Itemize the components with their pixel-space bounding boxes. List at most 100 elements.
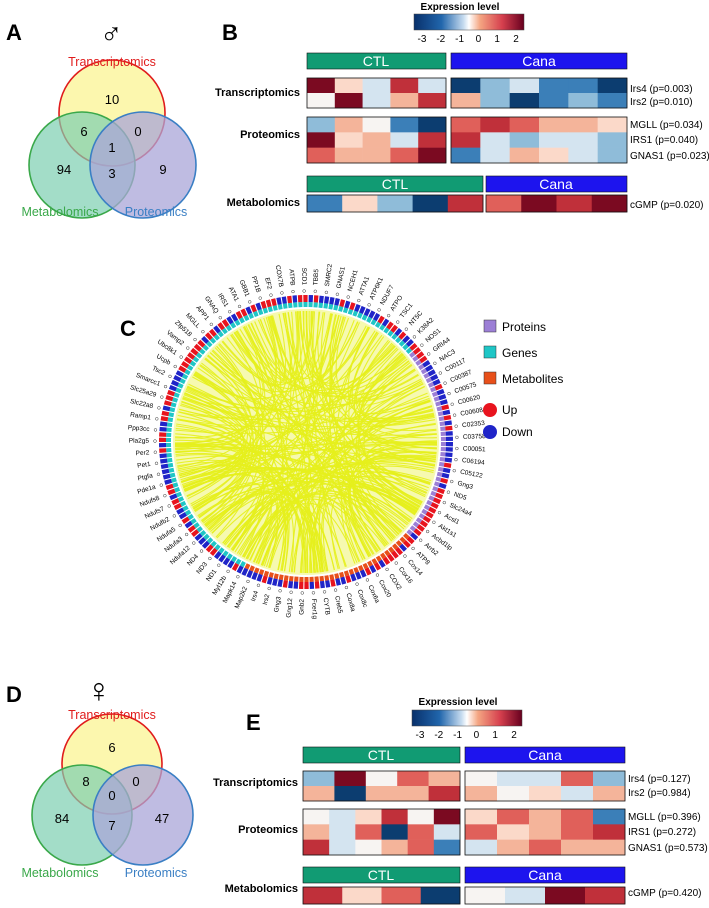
heatmap-cell: [497, 809, 530, 825]
circos-node-label: Pde1a: [137, 484, 157, 496]
circos-segment: [282, 580, 288, 588]
circos-segment: [172, 397, 179, 403]
panel-a: A ♂ Transcriptomics Metabolomics Proteom…: [6, 18, 197, 219]
heatmap-cell: [390, 147, 419, 164]
circos-segment: [344, 300, 351, 309]
heatmap-cell: [597, 132, 628, 148]
heatmap-cell: [362, 93, 391, 109]
gene-label-gnas1: GNAS1 (p=0.023): [630, 151, 709, 162]
circos-segment: [170, 379, 180, 387]
panel-letter-b: B: [222, 20, 238, 45]
heatmap-cell: [451, 78, 481, 94]
circos-segment: [287, 302, 293, 309]
venn-diagram-female: Transcriptomics Metabolomics Proteomics …: [21, 708, 194, 880]
circos-segment: [433, 396, 440, 402]
heatmap-cell: [509, 132, 540, 148]
circos-segment: [167, 417, 174, 423]
circos-segment: [244, 563, 251, 570]
row-label-transcriptomics: Transcriptomics: [215, 87, 300, 99]
heatmap-cell: [539, 147, 569, 164]
circos-segment: [209, 547, 218, 556]
circos-segment: [235, 310, 243, 320]
circos-segment: [330, 579, 336, 587]
circos-link: [226, 499, 290, 572]
circos-node-marker: [420, 343, 424, 347]
circos-segment: [308, 302, 313, 308]
circos-link: [175, 425, 316, 573]
heatmap-cell: [433, 809, 461, 825]
circos-segment: [169, 407, 176, 413]
circos-node-marker: [433, 361, 437, 365]
circos-node-label: ATA1: [227, 286, 240, 303]
heatmap-cell: [497, 771, 530, 787]
circos-segment: [370, 319, 377, 326]
circos-segment: [246, 569, 254, 579]
heatmap-female: [302, 770, 626, 905]
circos-link: [180, 467, 411, 522]
venn-count-p-only-f: 47: [155, 811, 169, 826]
circos-node-label: SCD1: [300, 268, 307, 286]
heatmap-cell: [529, 824, 562, 840]
circos-node-marker: [160, 395, 164, 399]
circos-segment: [222, 550, 229, 557]
venn-count-all-f: 0: [108, 788, 115, 803]
circos-segment: [432, 486, 439, 492]
circos-segment: [412, 521, 420, 528]
circos-rings: [159, 294, 453, 589]
heatmap-cell: [451, 117, 481, 133]
circos-segment: [248, 312, 254, 320]
venn-count-tp-f: 0: [132, 774, 139, 789]
circos-node-marker: [248, 300, 252, 304]
heatmap-cell: [465, 824, 498, 840]
circos-segment: [440, 431, 446, 437]
heatmap-cell: [539, 93, 569, 109]
circos-segment: [196, 526, 203, 533]
circos-segment: [265, 299, 272, 308]
heatmap-cell: [397, 786, 429, 802]
circos-segment: [334, 573, 340, 579]
circos-link: [205, 492, 307, 574]
circos-segment: [230, 555, 238, 563]
circos-segment: [299, 576, 304, 582]
circos-segment: [436, 487, 445, 495]
circos-node-marker: [199, 549, 204, 553]
circos-segment: [303, 294, 308, 303]
circos-segment: [436, 471, 443, 477]
circos-link: [183, 321, 359, 409]
heatmap-cell: [529, 809, 562, 825]
circos-node-label: Creb5: [333, 595, 343, 614]
circos-node-label: SMRC2: [324, 263, 334, 287]
circos-segment: [358, 305, 366, 315]
circos-node-label: Ucpb: [155, 353, 172, 367]
heatmap-cell: [480, 147, 510, 164]
legend-down-label: Down: [502, 425, 533, 439]
heatmap-cell: [451, 93, 481, 109]
circos-segment: [218, 554, 226, 563]
expression-colorbar-e: [411, 709, 523, 727]
circos-node-marker: [404, 327, 408, 331]
ctl-header-e2: CTL: [302, 866, 461, 884]
circos-link: [231, 316, 282, 551]
heatmap-cell: [480, 117, 510, 133]
circos-segment: [438, 416, 445, 422]
circos-link: [231, 333, 437, 449]
circos-node-marker: [385, 567, 389, 572]
circos-segment: [169, 472, 176, 478]
colorbar-tick-label: -2: [434, 730, 443, 741]
circos-segment: [403, 532, 410, 540]
circos-links: [173, 309, 439, 575]
circos-segment: [164, 478, 173, 485]
group-label-cana-e2: Cana: [528, 867, 562, 883]
circos-segment: [294, 576, 299, 582]
circos-node-marker: [394, 561, 398, 565]
circos-segment: [375, 555, 382, 562]
circos-segment: [364, 567, 372, 576]
heatmap-cell: [465, 887, 506, 905]
circos-segment: [426, 499, 433, 506]
group-label-ctl-e2: CTL: [368, 867, 395, 883]
circos-segment: [445, 436, 453, 441]
circos-node-label: Gnb2: [298, 598, 305, 614]
colorbar-tick-label: 0: [474, 730, 480, 741]
